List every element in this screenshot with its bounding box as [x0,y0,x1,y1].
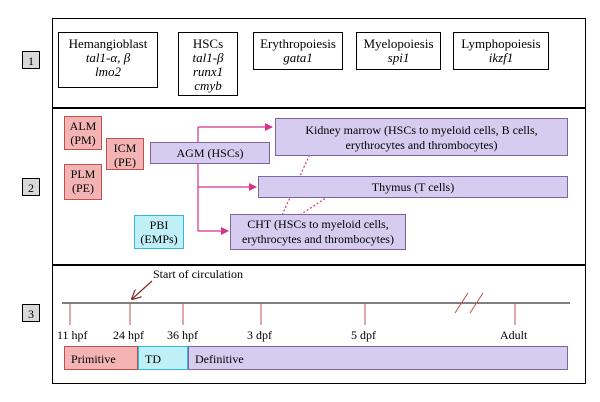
tick-label-5dpf: 5 dpf [351,328,376,342]
panel-3 [52,265,586,384]
pbi-sub: (EMPs) [140,232,178,246]
myelopoiesis-box: Myelopoiesis spi1 [356,32,441,70]
gene-tal1-ab: tal1-α, β [85,50,131,65]
hemangioblast-box: Hemangioblast tal1-α, β lmo2 [58,32,158,88]
kidney-line1: Kidney marrow (HSCs to myeloid cells, B … [305,123,538,137]
alm-sub: (PM) [70,133,96,147]
icm-sub: (PE) [114,155,136,169]
start-circulation-arrow [132,280,153,299]
panel-1-label: 1 [22,51,40,69]
tick-label-11hpf: 11 hpf [57,328,88,342]
erythropoiesis-box: Erythropoiesis gata1 [253,32,343,70]
hscs-title: HSCs [192,36,224,51]
gene-ikzf1: ikzf1 [488,50,514,65]
cht-line1: CHT (HSCs to myeloid cells, [247,217,389,231]
alm-label: ALM [69,119,97,133]
gene-gata1: gata1 [283,50,313,65]
stage-primitive-label: Primitive [71,352,116,366]
thymus-label: Thymus (T cells) [371,180,455,194]
erythropoiesis-title: Erythropoiesis [260,36,336,51]
pbi-box: PBI (EMPs) [134,215,184,249]
thymus-box: Thymus (T cells) [258,176,568,198]
icm-label: ICM [113,141,137,155]
icm-box: ICM (PE) [106,138,144,170]
tick-label-3dpf: 3 dpf [247,328,272,342]
gene-tal1-b: tal1-β [192,50,224,65]
pbi-label: PBI [149,218,169,232]
stage-td: TD [138,346,188,370]
kidney-marrow-box: Kidney marrow (HSCs to myeloid cells, B … [275,118,568,156]
lymphopoiesis-box: Lymphopoiesis ikzf1 [453,32,549,70]
gene-runx1: runx1 [192,64,224,79]
plm-box: PLM (PE) [64,164,102,200]
tick-label-36hpf: 36 hpf [167,328,198,342]
tick-label-adult: Adult [500,328,528,342]
panel-2 [52,108,586,265]
stage-primitive: Primitive [64,346,138,370]
agm-label: AGM (HSCs) [176,146,244,160]
tick-label-24hpf: 24 hpf [113,328,144,342]
lymphopoiesis-title: Lymphopoiesis [461,36,541,51]
gene-cmyb: cmyb [194,78,222,93]
plm-sub: (PE) [72,181,94,195]
alm-box: ALM (PM) [64,116,102,150]
stage-td-label: TD [145,352,161,366]
stage-definitive: Definitive [188,346,568,370]
axis-break-2 [469,292,484,314]
gene-lmo2: lmo2 [95,64,121,79]
agm-box: AGM (HSCs) [150,142,270,164]
myelopoiesis-title: Myelopoiesis [363,36,434,51]
panel-3-label: 3 [22,304,40,322]
hscs-box: HSCs tal1-β runx1 cmyb [178,32,238,96]
start-circulation-label: Start of circulation [153,267,243,281]
plm-label: PLM [70,167,96,181]
panel-2-label: 2 [22,178,40,196]
cht-box: CHT (HSCs to myeloid cells, erythrocytes… [230,214,406,250]
cht-line2: erythrocytes and thrombocytes) [242,232,394,246]
stage-definitive-label: Definitive [195,352,244,366]
axis-break-1 [454,292,469,314]
panel-1 [52,18,586,108]
kidney-line2: erythrocytes and thrombocytes) [345,138,498,152]
hemangioblast-title: Hemangioblast [68,36,148,51]
gene-spi1: spi1 [387,50,410,65]
